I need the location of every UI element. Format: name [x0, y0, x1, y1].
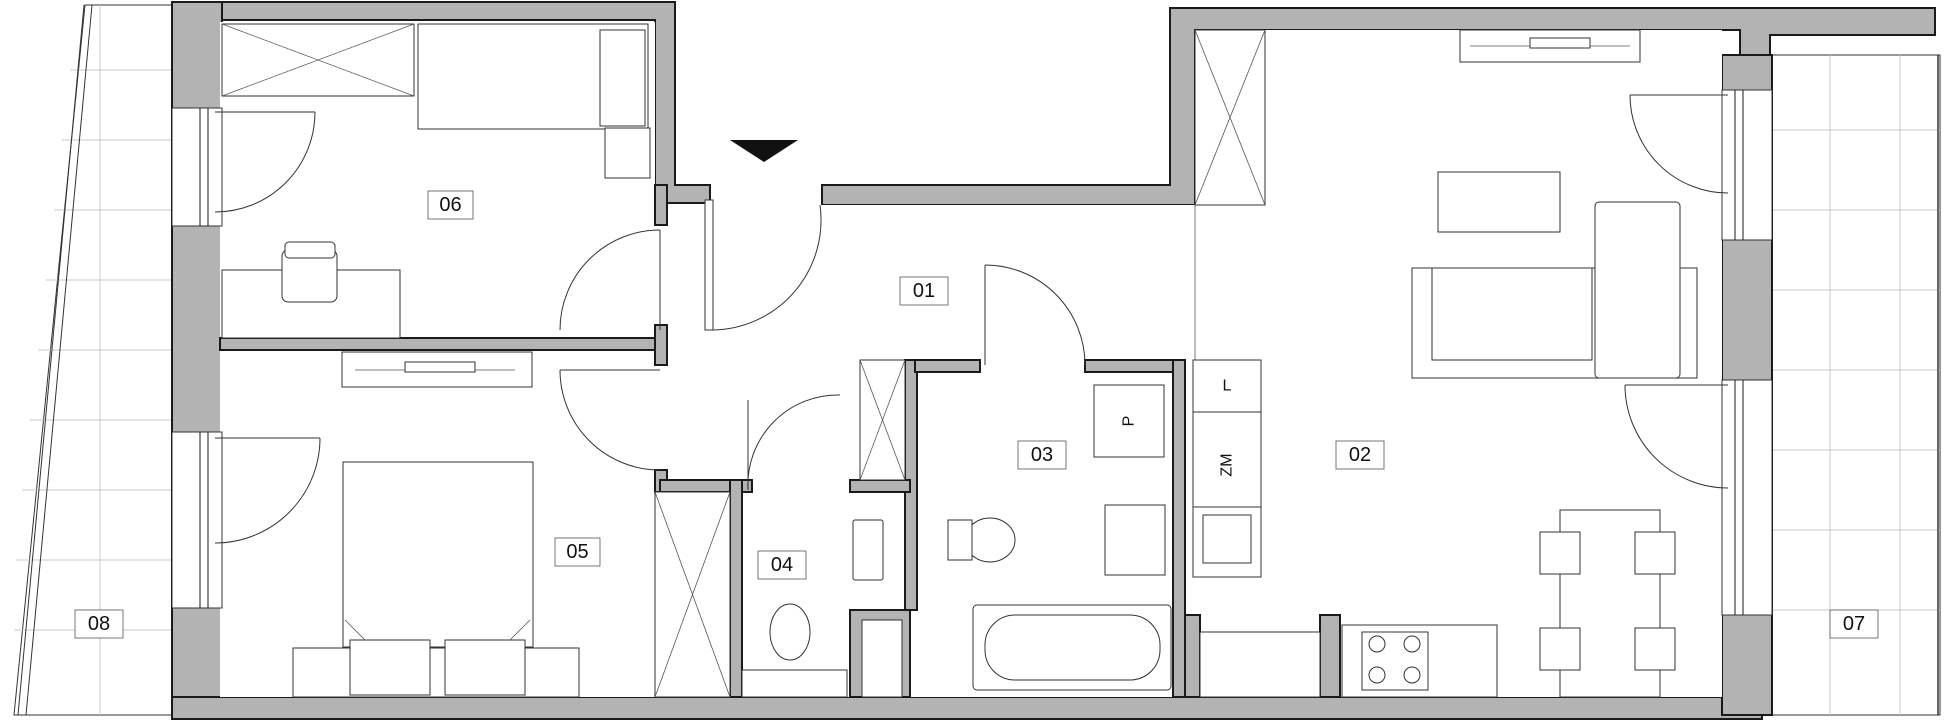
corridor-wardrobe [654, 359, 906, 698]
svg-text:05: 05 [566, 541, 588, 563]
room-label-06: 06 [427, 190, 474, 220]
balcony-08-floor [13, 4, 173, 716]
svg-text:03: 03 [1031, 444, 1053, 466]
room-label-04: 04 [757, 550, 807, 580]
svg-text:02: 02 [1349, 444, 1371, 466]
door-swings [214, 94, 1729, 544]
appliance-label-dishwasher: ZM [1219, 453, 1236, 476]
appliance-label-washer: P [1121, 416, 1138, 427]
room-label-02: 02 [1335, 440, 1385, 470]
wc-04-fixtures [741, 519, 903, 698]
kitchen-fixtures [1192, 205, 1498, 698]
appliance-label-fridge: L [1223, 378, 1232, 395]
svg-text:04: 04 [771, 554, 793, 576]
svg-text:06: 06 [439, 194, 461, 216]
bathroom-03-fixtures [947, 384, 1172, 691]
entrance-arrow-icon [730, 140, 798, 162]
svg-text:08: 08 [88, 613, 110, 635]
windows [171, 89, 1773, 616]
room-06-furniture [221, 23, 651, 339]
svg-text:07: 07 [1843, 613, 1865, 635]
svg-text:01: 01 [913, 280, 935, 302]
room-label-03: 03 [1017, 440, 1067, 470]
room-label-08: 08 [74, 609, 124, 639]
living-room-02-furniture [1194, 29, 1698, 698]
room-label-07: 07 [1829, 609, 1879, 639]
room-05-furniture [292, 351, 580, 698]
room-label-05: 05 [554, 537, 601, 567]
balcony-07-floor [1759, 54, 1941, 716]
room-label-01: 01 [899, 276, 949, 306]
